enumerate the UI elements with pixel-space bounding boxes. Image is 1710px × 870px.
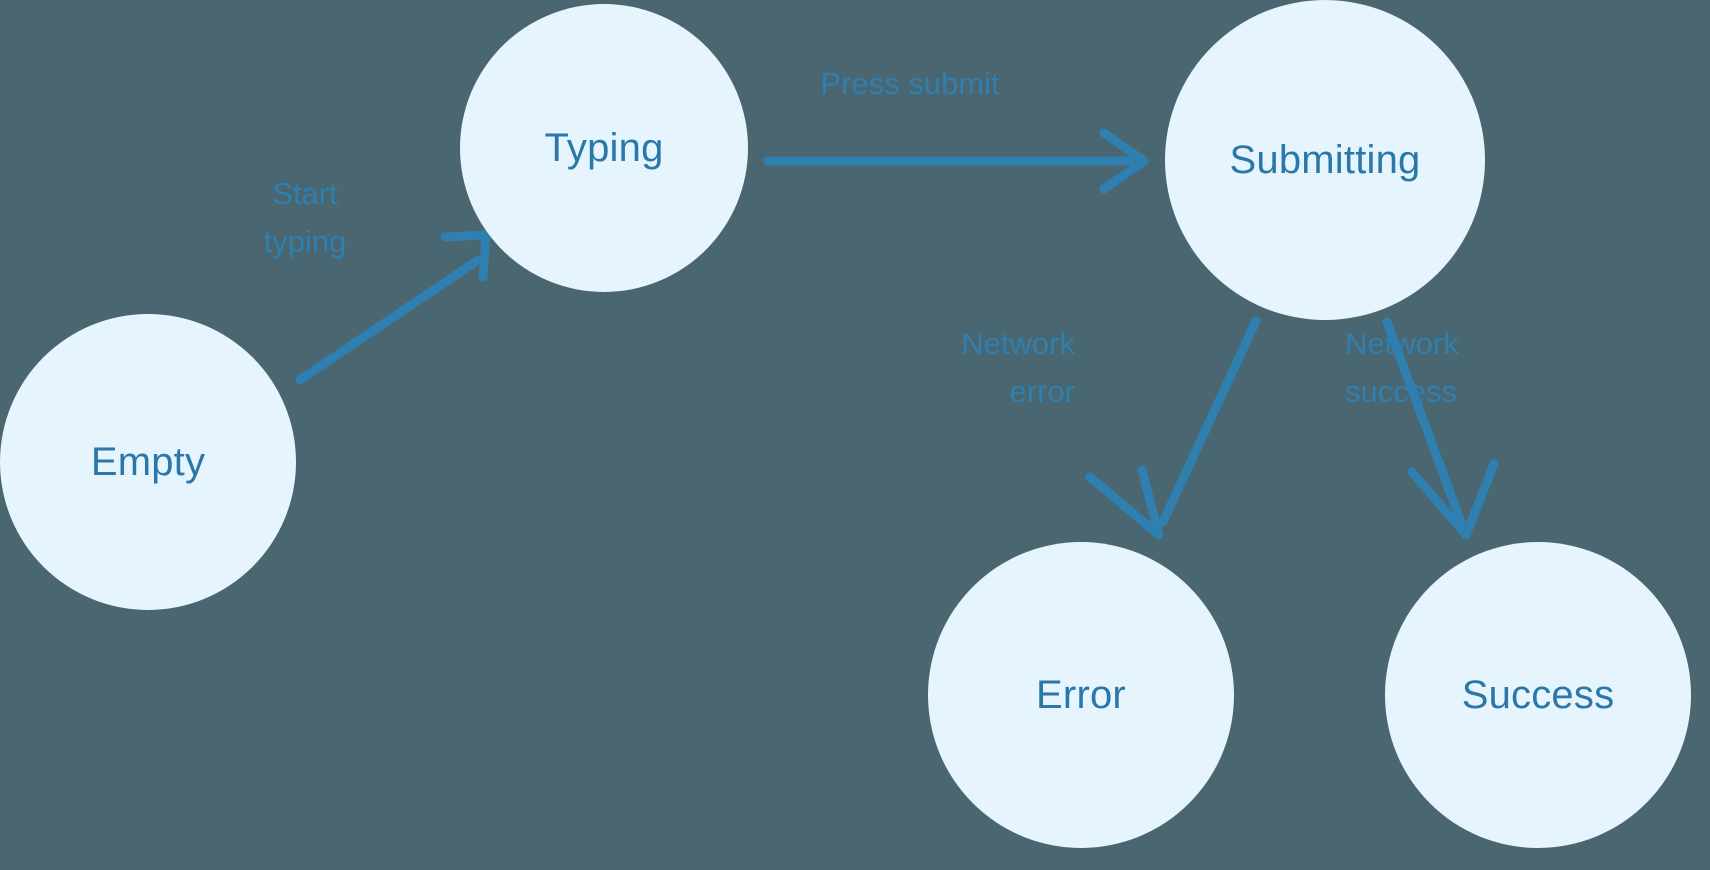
edge-submitting-to-error	[1085, 316, 1261, 540]
state-node-label: Error	[1036, 673, 1126, 717]
state-node-label: Success	[1461, 673, 1615, 717]
edge-submitting-to-success	[1382, 317, 1499, 540]
state-node-submitting[interactable]: Submitting	[1165, 0, 1485, 320]
state-node-typing[interactable]: Typing	[460, 4, 748, 292]
state-node-label: Submitting	[1229, 138, 1421, 182]
state-node-success[interactable]: Success	[1385, 542, 1691, 848]
state-node-empty[interactable]: Empty	[0, 314, 296, 610]
edge-empty-to-typing	[295, 230, 491, 385]
state-node-error[interactable]: Error	[928, 542, 1234, 848]
state-node-label: Empty	[90, 440, 206, 484]
state-node-label: Typing	[544, 126, 664, 170]
edge-typing-to-submitting	[763, 128, 1149, 194]
